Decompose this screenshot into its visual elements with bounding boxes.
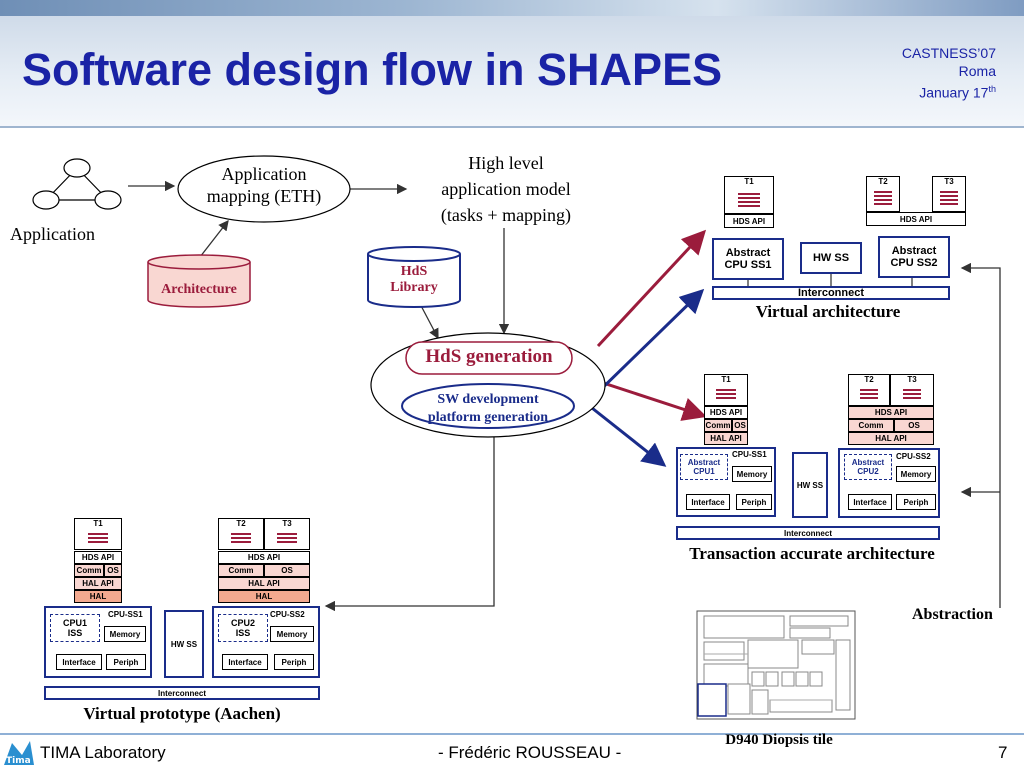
- header-band: [0, 0, 1024, 16]
- architecture-label: Architecture: [161, 282, 237, 297]
- abstraction-label: Abstraction: [912, 606, 993, 623]
- va-interconnect: Interconnect: [712, 286, 950, 300]
- sw-dev-label: SW development platform generation: [427, 392, 549, 425]
- header-divider: [0, 126, 1024, 128]
- vp-hw-ss: HW SS: [164, 610, 204, 678]
- architecture-cylinder: [147, 254, 251, 308]
- vp-cpu-ss2-label: CPU-SS2: [270, 610, 305, 619]
- ta-hal-api-1: HAL API: [704, 432, 748, 445]
- vp-interface-1: Interface: [56, 654, 102, 670]
- ta-memory-1: Memory: [732, 466, 772, 482]
- va-hw-ss: HW SS: [800, 242, 862, 274]
- hds-generation-label: HdS generation: [425, 346, 553, 367]
- arrow-to-vp: [324, 418, 495, 612]
- vp-comm-1: Comm: [74, 564, 104, 577]
- svg-text:Tima: Tima: [6, 756, 31, 766]
- ta-os-2: OS: [894, 419, 934, 432]
- vp-task-t2: T2: [218, 518, 264, 550]
- application-graph-icon: [32, 158, 122, 210]
- va-hds-api-1: HDS API: [724, 214, 774, 228]
- conf-name: CASTNESS’07: [901, 45, 996, 61]
- ta-memory-2: Memory: [896, 466, 936, 482]
- va-task-t3: T3: [932, 176, 966, 212]
- ta-interface-2: Interface: [848, 494, 892, 510]
- vp-hal-2: HAL: [218, 590, 310, 603]
- arrow-arch-to-mapping: [199, 219, 229, 258]
- ta-interface-1: Interface: [686, 494, 730, 510]
- hds-generation-ellipse: [370, 332, 606, 438]
- vp-hal-api-1: HAL API: [74, 577, 122, 590]
- conference-info: CASTNESS’07 Roma January 17th: [902, 44, 996, 102]
- vp-hal-api-2: HAL API: [218, 577, 310, 590]
- vp-periph-1: Periph: [106, 654, 146, 670]
- ta-task-t2: T2: [848, 374, 890, 406]
- conf-city: Roma: [958, 63, 996, 79]
- ta-comm-1: Comm: [704, 419, 732, 432]
- high-level-model-label: High level application model (tasks + ma…: [440, 153, 572, 225]
- vp-os-1: OS: [104, 564, 122, 577]
- vp-hal-1: HAL: [74, 590, 122, 603]
- footer-page-number: 7: [998, 743, 1008, 762]
- vp-memory-1: Memory: [104, 626, 146, 642]
- mapping-label: Application mapping (ETH): [206, 164, 322, 206]
- ta-caption: Transaction accurate architecture: [689, 544, 935, 563]
- ta-task-t3: T3: [890, 374, 934, 406]
- ta-hds-api-1: HDS API: [704, 406, 748, 419]
- vp-interconnect: Interconnect: [44, 686, 320, 700]
- vp-memory-2: Memory: [270, 626, 314, 642]
- hds-library-label: HdS Library: [390, 264, 438, 295]
- ta-periph-2: Periph: [896, 494, 936, 510]
- ta-interconnect: Interconnect: [676, 526, 940, 540]
- arrow-abstraction-virtual: [960, 262, 1001, 608]
- hds-library-cylinder: [367, 246, 461, 308]
- ta-cpu-ss1-label: CPU-SS1: [732, 450, 767, 459]
- slide-title: Software design flow in SHAPES: [22, 44, 723, 95]
- ta-comm-2: Comm: [848, 419, 894, 432]
- arrow-sw-to-tlm: [591, 406, 667, 467]
- va-task-t1: T1: [724, 176, 774, 214]
- application-label: Application: [10, 224, 95, 244]
- ta-periph-1: Periph: [736, 494, 772, 510]
- d940-block-diagram: [696, 610, 856, 720]
- footer-author: - Frédéric ROUSSEAU -: [438, 743, 622, 762]
- vp-hds-api-1: HDS API: [74, 551, 122, 564]
- arrow-hds-to-virtual: [596, 229, 707, 348]
- ta-hds-api-2: HDS API: [848, 406, 934, 419]
- vp-task-t1: T1: [74, 518, 122, 550]
- ta-cpu-ss2-label: CPU-SS2: [896, 452, 931, 461]
- vp-os-2: OS: [264, 564, 310, 577]
- vp-task-t3: T3: [264, 518, 310, 550]
- ta-task-t1: T1: [704, 374, 748, 406]
- ta-os-1: OS: [732, 419, 748, 432]
- ta-hal-api-2: HAL API: [848, 432, 934, 445]
- va-hds-api-2: HDS API: [866, 212, 966, 226]
- vp-cpu-ss1-label: CPU-SS1: [108, 610, 143, 619]
- vp-interface-2: Interface: [222, 654, 268, 670]
- conf-date: January 17th: [919, 84, 996, 101]
- tima-logo: Tima: [4, 741, 34, 766]
- vp-caption: Virtual prototype (Aachen): [83, 704, 281, 723]
- va-task-t2: T2: [866, 176, 900, 212]
- slide-header: [0, 0, 1024, 128]
- arrow-sw-to-virtual: [590, 288, 705, 400]
- vp-periph-2: Periph: [274, 654, 314, 670]
- footer-lab: TIMA Laboratory: [40, 743, 166, 762]
- vp-comm-2: Comm: [218, 564, 264, 577]
- slide-footer: Tima TIMA Laboratory - Frédéric ROUSSEAU…: [0, 733, 1024, 770]
- va-caption: Virtual architecture: [755, 302, 901, 321]
- d940-caption: D940 Diopsis tile: [725, 732, 833, 748]
- mapping-ellipse: [177, 155, 351, 223]
- ta-hw-ss: HW SS: [792, 452, 828, 518]
- vp-hds-api-2: HDS API: [218, 551, 310, 564]
